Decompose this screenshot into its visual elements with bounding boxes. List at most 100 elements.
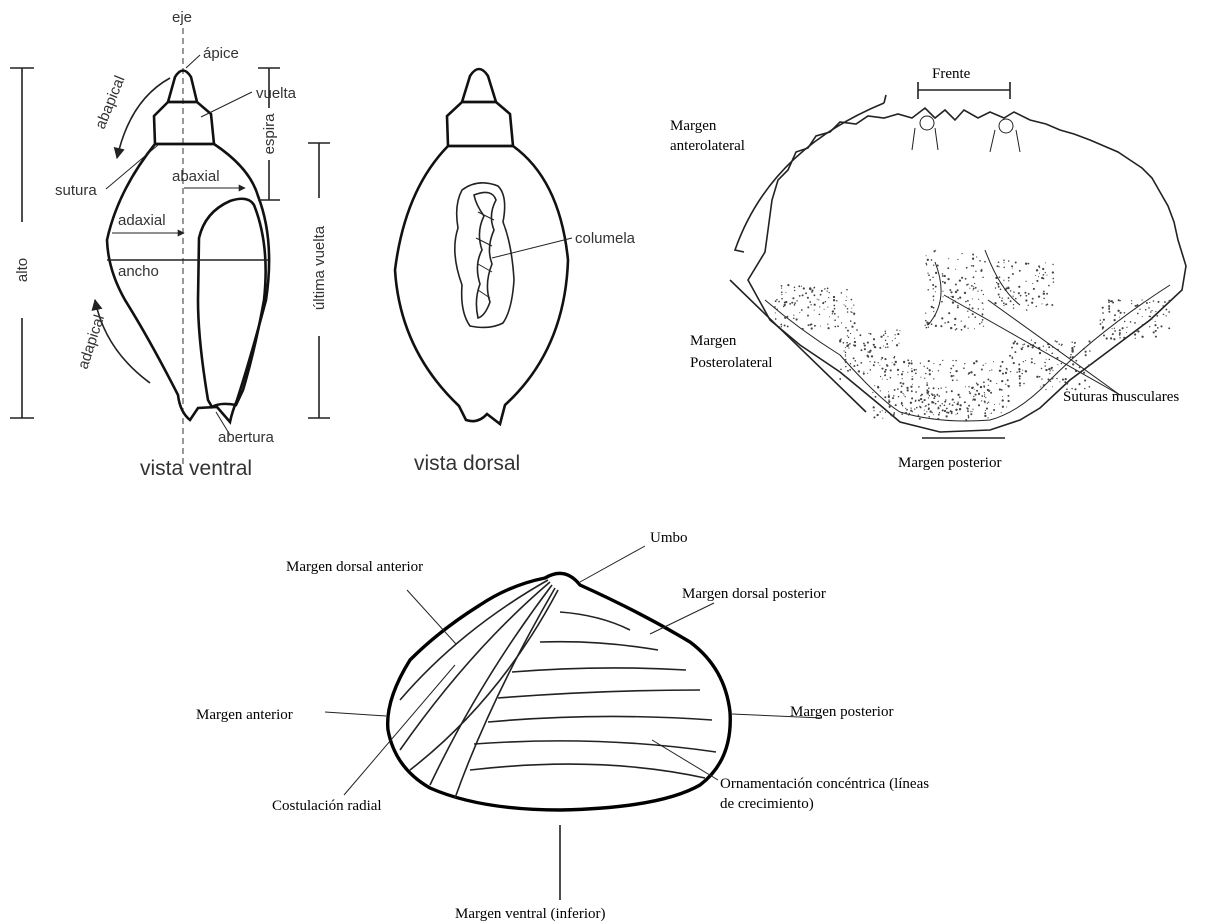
stipple-dot (942, 409, 944, 411)
stipple-dot (929, 395, 930, 396)
posterolateral-label-2: Posterolateral (690, 355, 772, 371)
stipple-dot (1013, 308, 1014, 309)
stipple-dot (1124, 312, 1126, 314)
stipple-dot (832, 313, 833, 314)
stipple-dot (949, 289, 951, 291)
stipple-dot (932, 394, 934, 396)
stipple-dot (1108, 307, 1110, 309)
stipple-dot (968, 417, 969, 418)
suture-label: sutura (55, 182, 97, 199)
stipple-dot (1025, 263, 1027, 265)
stipple-dot (1049, 373, 1050, 374)
stipple-dot (1083, 348, 1085, 350)
stipple-dot (896, 344, 898, 346)
posterior-label: Margen posterior (790, 704, 893, 720)
stipple-dot (850, 363, 851, 364)
stipple-dot (916, 369, 917, 370)
stipple-dot (824, 288, 826, 290)
stipple-dot (1066, 383, 1068, 385)
stipple-dot (850, 333, 851, 334)
stipple-dot (1134, 308, 1135, 309)
stipple-dot (898, 343, 899, 344)
stipple-dot (945, 387, 946, 388)
stipple-dot (1165, 315, 1166, 316)
stipple-dot (1112, 302, 1114, 304)
dorsal-caption: vista dorsal (414, 452, 520, 475)
stipple-dot (882, 410, 883, 411)
stipple-dot (924, 413, 926, 415)
stipple-dot (1010, 371, 1011, 372)
stipple-dot (955, 370, 957, 372)
stipple-dot (901, 385, 903, 387)
stipple-dot (920, 377, 921, 378)
stipple-dot (888, 391, 889, 392)
stipple-dot (996, 282, 997, 283)
anterior-label: Margen anterior (196, 707, 293, 723)
stipple-dot (1001, 412, 1002, 413)
stipple-dot (1045, 262, 1046, 263)
stipple-dot (975, 287, 977, 289)
stipple-dot (813, 287, 815, 289)
stipple-dot (1025, 299, 1027, 301)
stipple-dot (776, 299, 778, 301)
stipple-dot (845, 361, 847, 363)
stipple-dot (845, 359, 846, 360)
stipple-dot (944, 282, 946, 284)
stipple-dot (880, 390, 881, 391)
stipple-dot (885, 369, 887, 371)
stipple-dot (825, 301, 826, 302)
stipple-dot (888, 401, 890, 403)
stipple-dot (888, 399, 889, 400)
stipple-dot (1168, 311, 1170, 313)
stipple-dot (956, 380, 957, 381)
stipple-dot (952, 296, 954, 298)
stipple-dot (973, 362, 975, 364)
stipple-dot (964, 401, 966, 403)
stipple-dot (1052, 264, 1053, 265)
stipple-dot (787, 325, 789, 327)
stipple-dot (846, 289, 848, 291)
stipple-dot (910, 402, 912, 404)
stipple-dot (964, 326, 966, 328)
stipple-dot (925, 405, 927, 407)
stipple-dot (959, 297, 961, 299)
stipple-dot (851, 299, 853, 301)
stipple-dot (1046, 275, 1047, 276)
stipple-dot (903, 361, 905, 363)
stipple-dot (884, 358, 886, 360)
stipple-dot (1015, 298, 1017, 300)
stipple-dot (944, 405, 946, 407)
stipple-dot (933, 311, 934, 312)
stipple-dot (968, 415, 969, 416)
stipple-dot (973, 288, 975, 290)
stipple-dot (932, 371, 933, 372)
stipple-dot (1053, 278, 1055, 280)
stipple-dot (905, 396, 906, 397)
stipple-dot (1061, 363, 1063, 365)
stipple-dot (905, 412, 907, 414)
stipple-dot (1056, 378, 1057, 379)
stipple-dot (898, 396, 900, 398)
stipple-dot (872, 392, 873, 393)
stipple-dot (919, 418, 920, 419)
stipple-dot (811, 291, 813, 293)
stipple-dot (933, 387, 935, 389)
stipple-dot (1083, 372, 1085, 374)
stipple-dot (1084, 379, 1086, 381)
stipple-dot (867, 373, 868, 374)
stipple-dot (1013, 342, 1015, 344)
stipple-dot (1052, 370, 1053, 371)
stipple-dot (902, 371, 903, 372)
umbo-leader (580, 546, 645, 582)
stipple-dot (1153, 331, 1155, 333)
stipple-dot (928, 416, 930, 418)
whorl-leader (201, 92, 252, 117)
stipple-dot (1102, 312, 1104, 314)
stipple-dot (967, 311, 968, 312)
stipple-dot (885, 333, 887, 335)
stipple-dot (924, 325, 925, 326)
stipple-dot (1046, 359, 1047, 360)
stipple-dot (1075, 360, 1077, 362)
stipple-dot (929, 279, 931, 281)
stipple-dot (967, 408, 969, 410)
